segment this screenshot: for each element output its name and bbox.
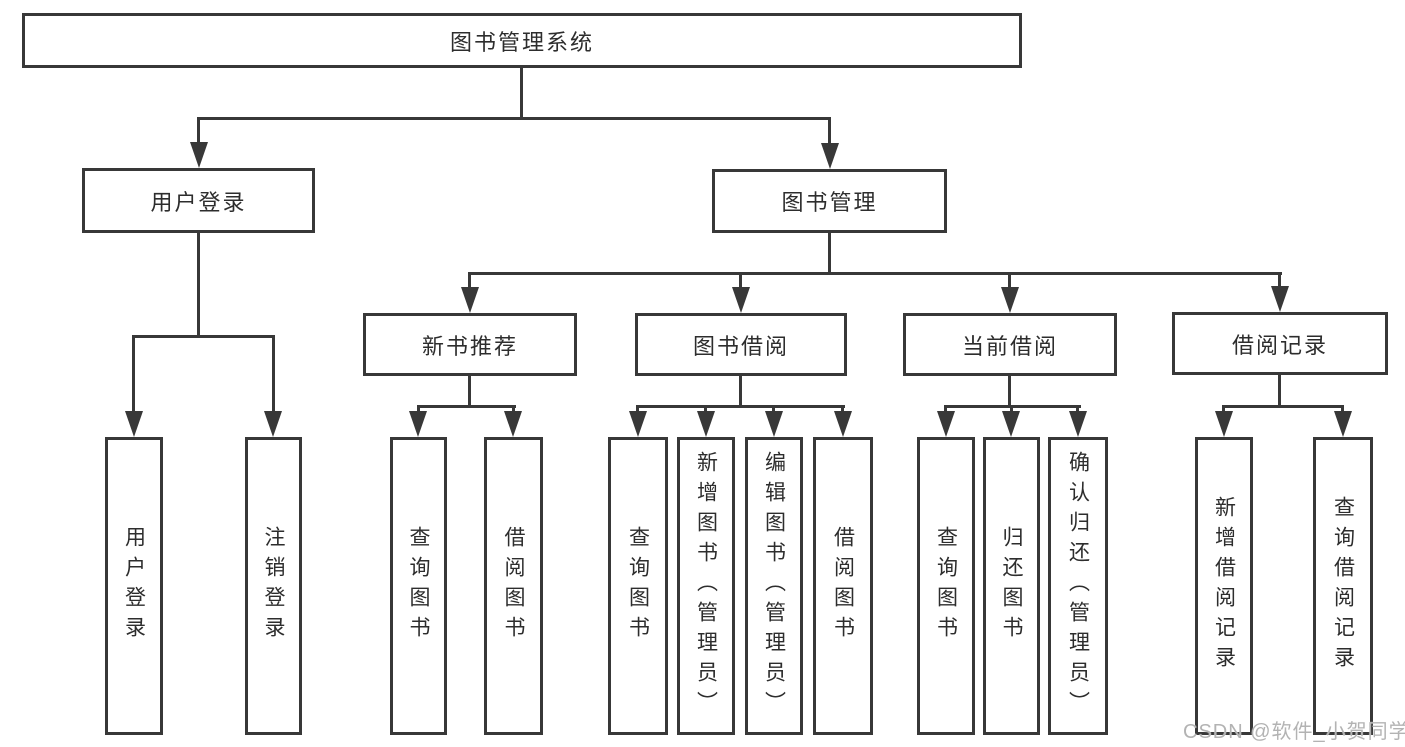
node-user-login: 用户登录 [82,168,315,233]
connector-line [468,375,471,408]
leaf-user-login-label: 用户登录 [122,526,146,646]
leaf-edit-book-admin-label: 编辑图书（管理员） [762,451,786,721]
connector-line [1222,405,1344,408]
arrowhead-down-icon [1334,411,1352,437]
node-new-book-recommend: 新书推荐 [363,313,577,376]
node-book-borrow-label: 图书借阅 [692,333,789,359]
connector-line [197,233,200,337]
leaf-query-books-recommend-label: 查询图书 [407,526,430,646]
arrowhead-down-icon [765,411,783,437]
node-current-borrow: 当前借阅 [903,313,1117,376]
arrowhead-down-icon [1215,411,1233,437]
leaf-query-books-recommend: 查询图书 [390,437,447,735]
arrowhead-down-icon [409,411,427,437]
arrowhead-down-icon [1069,411,1087,437]
leaf-borrow-books: 借阅图书 [813,437,873,735]
leaf-edit-book-admin: 编辑图书（管理员） [745,437,803,735]
connector-line [739,375,742,408]
connector-line [739,272,742,294]
leaf-query-borrow-record: 查询借阅记录 [1313,437,1373,735]
connector-line [945,405,1081,408]
arrowhead-down-icon [629,411,647,437]
connector-line [520,68,523,120]
connector-line [468,272,1282,275]
connector-line [1278,375,1281,408]
leaf-query-borrow-record-label: 查询借阅记录 [1331,496,1355,676]
arrowhead-down-icon [697,411,715,437]
leaf-borrow-books-label: 借阅图书 [831,526,855,646]
connector-line [1008,272,1011,294]
arrowhead-down-icon [461,287,479,313]
arrowhead-down-icon [190,142,208,168]
connector-line [1278,272,1281,294]
arrowhead-down-icon [264,411,282,437]
leaf-borrow-books-recommend: 借阅图书 [484,437,543,735]
arrowhead-down-icon [1271,286,1289,312]
leaf-confirm-return-admin: 确认归还（管理员） [1048,437,1108,735]
leaf-return-book: 归还图书 [983,437,1040,735]
node-book-management: 图书管理 [712,169,947,233]
leaf-query-books-current-label: 查询图书 [934,526,958,646]
arrowhead-down-icon [1002,411,1020,437]
leaf-query-books-current: 查询图书 [917,437,975,735]
leaf-return-book-label: 归还图书 [1000,526,1023,646]
leaf-user-login: 用户登录 [105,437,163,735]
connector-line [1008,375,1011,408]
node-book-management-label: 图书管理 [781,190,878,215]
arrowhead-down-icon [125,411,143,437]
node-borrow-records-label: 借阅记录 [1231,332,1328,358]
leaf-add-borrow-record: 新增借阅记录 [1195,437,1253,735]
connector-line [468,272,471,294]
connector-line [828,117,831,147]
node-book-borrow: 图书借阅 [635,313,847,376]
connector-line [197,117,831,120]
node-root: 图书管理系统 [22,13,1022,68]
node-new-book-recommend-label: 新书推荐 [421,333,518,359]
arrowhead-down-icon [1001,287,1019,313]
arrowhead-down-icon [821,143,839,169]
arrowhead-down-icon [732,287,750,313]
node-root-label: 图书管理系统 [449,29,594,55]
arrowhead-down-icon [834,411,852,437]
leaf-add-book-admin-label: 新增图书（管理员） [694,451,718,721]
node-borrow-records: 借阅记录 [1172,312,1388,375]
connector-line [197,117,200,147]
connector-line [637,405,845,408]
connector-line [272,335,275,417]
leaf-query-books-borrow: 查询图书 [608,437,668,735]
leaf-add-borrow-record-label: 新增借阅记录 [1212,496,1236,676]
connector-line [417,405,516,408]
arrowhead-down-icon [504,411,522,437]
leaf-logout: 注销登录 [245,437,302,735]
connector-line [132,335,275,338]
leaf-logout-label: 注销登录 [262,526,285,646]
leaf-borrow-books-recommend-label: 借阅图书 [502,526,525,646]
connector-line [132,335,135,417]
leaf-confirm-return-admin-label: 确认归还（管理员） [1066,451,1090,721]
node-current-borrow-label: 当前借阅 [961,333,1058,359]
leaf-add-book-admin: 新增图书（管理员） [677,437,735,735]
leaf-query-books-borrow-label: 查询图书 [626,526,650,646]
connector-line [828,232,831,275]
node-user-login-label: 用户登录 [150,189,247,215]
csdn-watermark: CSDN @软件_小贺同学 [1183,721,1405,743]
arrowhead-down-icon [937,411,955,437]
